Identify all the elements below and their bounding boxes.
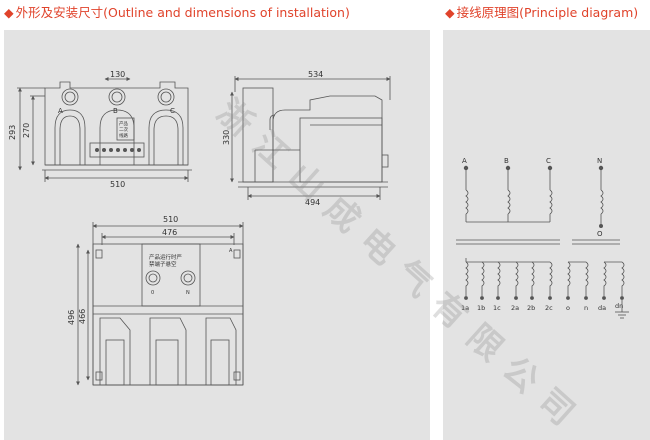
mount-slot xyxy=(95,249,103,259)
principle-heading: ◆接线原理图(Principle diagram) xyxy=(445,2,638,21)
terminal-o xyxy=(145,270,161,286)
front-dim-top: 130 xyxy=(110,70,125,79)
secondary-coil-1b xyxy=(481,261,485,296)
front-dim-height-inner: 270 xyxy=(22,123,31,138)
front-view xyxy=(17,77,192,182)
secondary-coil-o xyxy=(567,261,571,296)
secondary-coil-2b xyxy=(531,261,535,296)
bushing-b xyxy=(108,88,126,106)
side-dim-bottom: 494 xyxy=(305,198,320,207)
phase-label-a: A xyxy=(58,107,63,115)
top-dim-height-outer: 496 xyxy=(67,310,76,325)
secondary-coil-1a xyxy=(465,261,469,296)
top-view xyxy=(76,222,244,386)
secondary-coil-1c xyxy=(497,261,501,296)
primary-label-b: B xyxy=(504,157,509,165)
terminal-studs xyxy=(95,148,141,152)
outline-heading: ◆外形及安装尺寸(Outline and dimensions of insta… xyxy=(4,2,350,21)
principle-diagram xyxy=(456,165,629,319)
phase-label-c: C xyxy=(170,107,175,115)
phase-housing-b xyxy=(149,317,187,385)
secondary-coil-da xyxy=(603,261,607,296)
principle-panel xyxy=(443,30,650,440)
secondary-label-2a: 2a xyxy=(511,304,519,312)
bullet-icon: ◆ xyxy=(4,5,14,20)
nameplate xyxy=(116,117,135,141)
front-body-outline xyxy=(44,81,189,166)
arch-a xyxy=(54,109,86,165)
terminal-n xyxy=(180,270,196,286)
phase-housing-a xyxy=(99,317,131,385)
bullet-icon: ◆ xyxy=(445,5,455,20)
secondary-label-2c: 2c xyxy=(545,304,553,312)
mount-slot xyxy=(233,249,241,259)
primary-label-c: C xyxy=(546,157,551,165)
secondary-coil-n xyxy=(585,261,589,296)
mount-slot xyxy=(233,371,241,381)
secondary-label-1a: 1a xyxy=(461,304,469,312)
primary-coil-c xyxy=(549,189,553,215)
top-dim-height-inner: 466 xyxy=(78,309,87,324)
arch-b xyxy=(99,109,135,165)
front-dim-height-outer: 293 xyxy=(8,125,17,140)
side-bracket xyxy=(381,154,389,168)
secondary-label-o: o xyxy=(566,304,570,312)
top-terminal-label-o: 0 xyxy=(151,290,154,296)
primary-coil-b xyxy=(507,189,511,215)
terminal-block xyxy=(89,142,145,158)
arch-c xyxy=(148,109,184,165)
top-marker-text: A xyxy=(229,248,233,254)
watermark: 浙江山成电气有限公司 xyxy=(209,92,592,440)
top-warning-text-1: 产品运行时严 xyxy=(149,253,183,261)
principle-heading-text: 接线原理图(Principle diagram) xyxy=(456,5,639,20)
outline-heading-text: 外形及安装尺寸(Outline and dimensions of instal… xyxy=(15,5,350,20)
top-dim-outer: 510 xyxy=(163,215,178,224)
secondary-label-n: n xyxy=(584,304,588,312)
neutral-label: O xyxy=(597,230,603,238)
watermark-text: 浙江山成电气有限公司 xyxy=(209,92,592,440)
secondary-coil-2c xyxy=(549,261,553,296)
top-warning-text-2: 禁端子悬空 xyxy=(149,260,177,268)
side-view xyxy=(230,76,391,200)
secondary-label-2b: 2b xyxy=(527,304,535,312)
primary-label-n: N xyxy=(597,157,602,165)
nameplate-text-3: 线路 xyxy=(119,132,128,139)
side-body-outline xyxy=(272,95,383,182)
secondary-coil-dn xyxy=(621,261,625,296)
primary-coil-a xyxy=(465,189,469,215)
front-dim-bottom: 510 xyxy=(110,180,125,189)
primary-coil-n xyxy=(600,189,604,215)
nameplate-text-1: 产品 xyxy=(119,120,128,127)
bushing-c xyxy=(157,88,175,106)
secondary-coil-2a xyxy=(515,261,519,296)
nameplate-text-2: 二次 xyxy=(119,126,128,133)
secondary-label-dn: dn xyxy=(615,302,623,310)
phase-label-b: B xyxy=(113,107,118,115)
top-terminal-label-n: N xyxy=(186,290,190,296)
secondary-label-1c: 1c xyxy=(493,304,501,312)
side-dim-top: 534 xyxy=(308,70,323,79)
secondary-label-da: da xyxy=(598,304,606,312)
phase-housing-c xyxy=(205,317,237,385)
top-dim-inner: 476 xyxy=(162,228,177,237)
secondary-label-1b: 1b xyxy=(477,304,485,312)
side-dim-height: 330 xyxy=(222,130,231,145)
primary-label-a: A xyxy=(462,157,467,165)
bushing-a xyxy=(61,88,79,106)
mount-slot xyxy=(95,371,103,381)
